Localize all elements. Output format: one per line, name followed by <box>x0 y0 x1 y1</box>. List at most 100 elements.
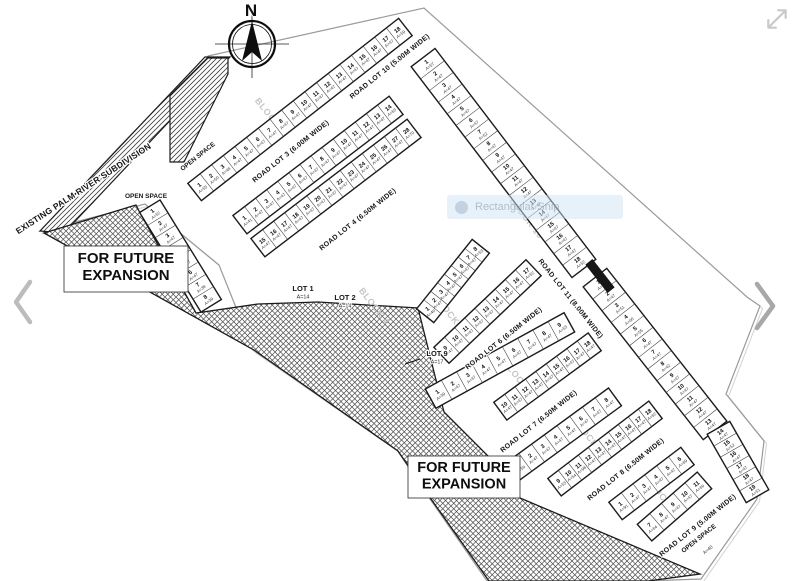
lot-divider <box>592 280 617 300</box>
lot-divider <box>545 363 560 382</box>
lot-divider <box>601 292 626 311</box>
svg-text:A=47: A=47 <box>502 404 513 414</box>
lot-divider <box>474 308 491 325</box>
svg-text:7: 7 <box>477 129 483 136</box>
expand-arrows-icon <box>767 9 787 29</box>
svg-text:A=47: A=47 <box>494 299 505 309</box>
lot-divider <box>505 279 521 296</box>
lot-divider <box>672 492 688 510</box>
svg-text:A=50: A=50 <box>209 175 220 185</box>
svg-text:A=47: A=47 <box>706 421 717 431</box>
lot-cell: 11A=47 <box>511 174 524 187</box>
lot-cell: 16A=47 <box>270 228 283 241</box>
lot-divider <box>344 130 359 149</box>
lot-cell: 4A=47 <box>450 94 462 106</box>
svg-text:1: 1 <box>424 59 431 66</box>
lot-cell: 13A=47 <box>532 378 545 391</box>
lot-divider <box>525 378 539 397</box>
lot-cell: 7A=47 <box>267 128 279 140</box>
lot-divider <box>299 164 315 183</box>
lot-divider <box>665 373 690 393</box>
svg-text:A=47: A=47 <box>512 349 523 359</box>
lot-divider <box>494 288 511 306</box>
lot-cell: 2A=47 <box>157 221 169 233</box>
svg-text:4: 4 <box>653 474 660 481</box>
lot-divider <box>362 45 377 64</box>
lot-divider <box>269 118 284 137</box>
svg-text:8: 8 <box>278 118 285 125</box>
lot-divider <box>547 321 559 341</box>
lot-cell: 10A=47 <box>502 163 515 176</box>
lot-cell: 17A=47 <box>382 35 395 48</box>
lot-divider <box>332 138 348 158</box>
lot-cell: 11A=47 <box>351 129 364 142</box>
lot-divider <box>246 137 261 155</box>
lot-divider <box>544 434 558 453</box>
svg-text:A=47: A=47 <box>360 164 371 174</box>
lot-divider <box>457 256 476 271</box>
previous-image-button[interactable] <box>8 276 38 328</box>
block-8 <box>546 400 664 497</box>
lot-divider <box>262 229 277 249</box>
expand-fullscreen-button[interactable] <box>764 6 790 32</box>
lot-cell: 6A=47 <box>578 415 590 427</box>
svg-text:7: 7 <box>647 522 653 529</box>
lot-cell: 1A=52 <box>150 208 162 220</box>
svg-text:7: 7 <box>267 128 273 135</box>
svg-text:2: 2 <box>208 173 214 180</box>
lot-cell: 7A=47 <box>466 255 478 267</box>
lot-cell: 3A=47 <box>165 232 177 244</box>
svg-text:A=47: A=47 <box>466 374 477 384</box>
next-image-button[interactable] <box>748 278 782 334</box>
svg-text:4: 4 <box>553 434 560 441</box>
lot-divider <box>386 27 401 46</box>
svg-text:A=47: A=47 <box>453 273 464 283</box>
svg-text:A=47: A=47 <box>342 141 353 151</box>
svg-text:25: 25 <box>369 152 378 161</box>
lot-divider <box>582 406 596 425</box>
lot-divider <box>351 55 366 73</box>
svg-text:A=47: A=47 <box>566 247 577 257</box>
lot-divider <box>556 356 570 375</box>
svg-text:A=47: A=47 <box>349 172 360 182</box>
svg-text:A=47: A=47 <box>481 366 492 376</box>
lot-cell: 1A=39 <box>435 389 447 401</box>
svg-text:26: 26 <box>380 144 389 153</box>
lot-divider <box>266 189 281 209</box>
svg-text:A=48: A=48 <box>221 166 232 176</box>
lot-cell: 18A=62 <box>644 408 657 421</box>
svg-text:A=47: A=47 <box>688 397 699 407</box>
lot-cell: 7A=52 <box>477 129 489 141</box>
svg-text:15: 15 <box>547 221 556 230</box>
lot-cell: 16A=47 <box>370 44 383 57</box>
lot-divider <box>321 147 337 166</box>
svg-text:18: 18 <box>742 473 751 482</box>
svg-text:8: 8 <box>486 140 493 147</box>
svg-text:14: 14 <box>604 438 613 447</box>
lot-cell: 12A=47 <box>324 81 337 94</box>
svg-text:A=47: A=47 <box>513 177 524 187</box>
lot-divider <box>632 483 647 502</box>
svg-text:A=47: A=47 <box>432 299 443 309</box>
svg-text:A=47: A=47 <box>453 337 464 347</box>
svg-text:16: 16 <box>624 423 633 432</box>
svg-text:7: 7 <box>591 407 597 414</box>
lot-divider <box>608 431 622 450</box>
lot-cell: 5A=47 <box>452 271 464 283</box>
lot-cell: 3A=47 <box>438 289 450 301</box>
svg-text:A=47: A=47 <box>337 74 348 84</box>
svg-text:A=47: A=47 <box>586 457 597 467</box>
svg-text:A=47: A=47 <box>616 434 627 444</box>
lot-cell: 7A=64 <box>647 522 659 534</box>
lot-cell: 13A=47 <box>594 446 607 459</box>
svg-text:7: 7 <box>651 349 657 356</box>
lot-divider <box>577 340 591 359</box>
lot-cell: 15A=47 <box>547 221 560 234</box>
lot-divider <box>618 424 632 443</box>
lot-cell: 2A=47 <box>630 492 642 504</box>
svg-text:6: 6 <box>468 117 475 124</box>
lot-cell: 4A=60 <box>623 314 635 326</box>
lot-cell: 1A=55 <box>197 182 209 194</box>
svg-text:A=47: A=47 <box>256 138 267 148</box>
